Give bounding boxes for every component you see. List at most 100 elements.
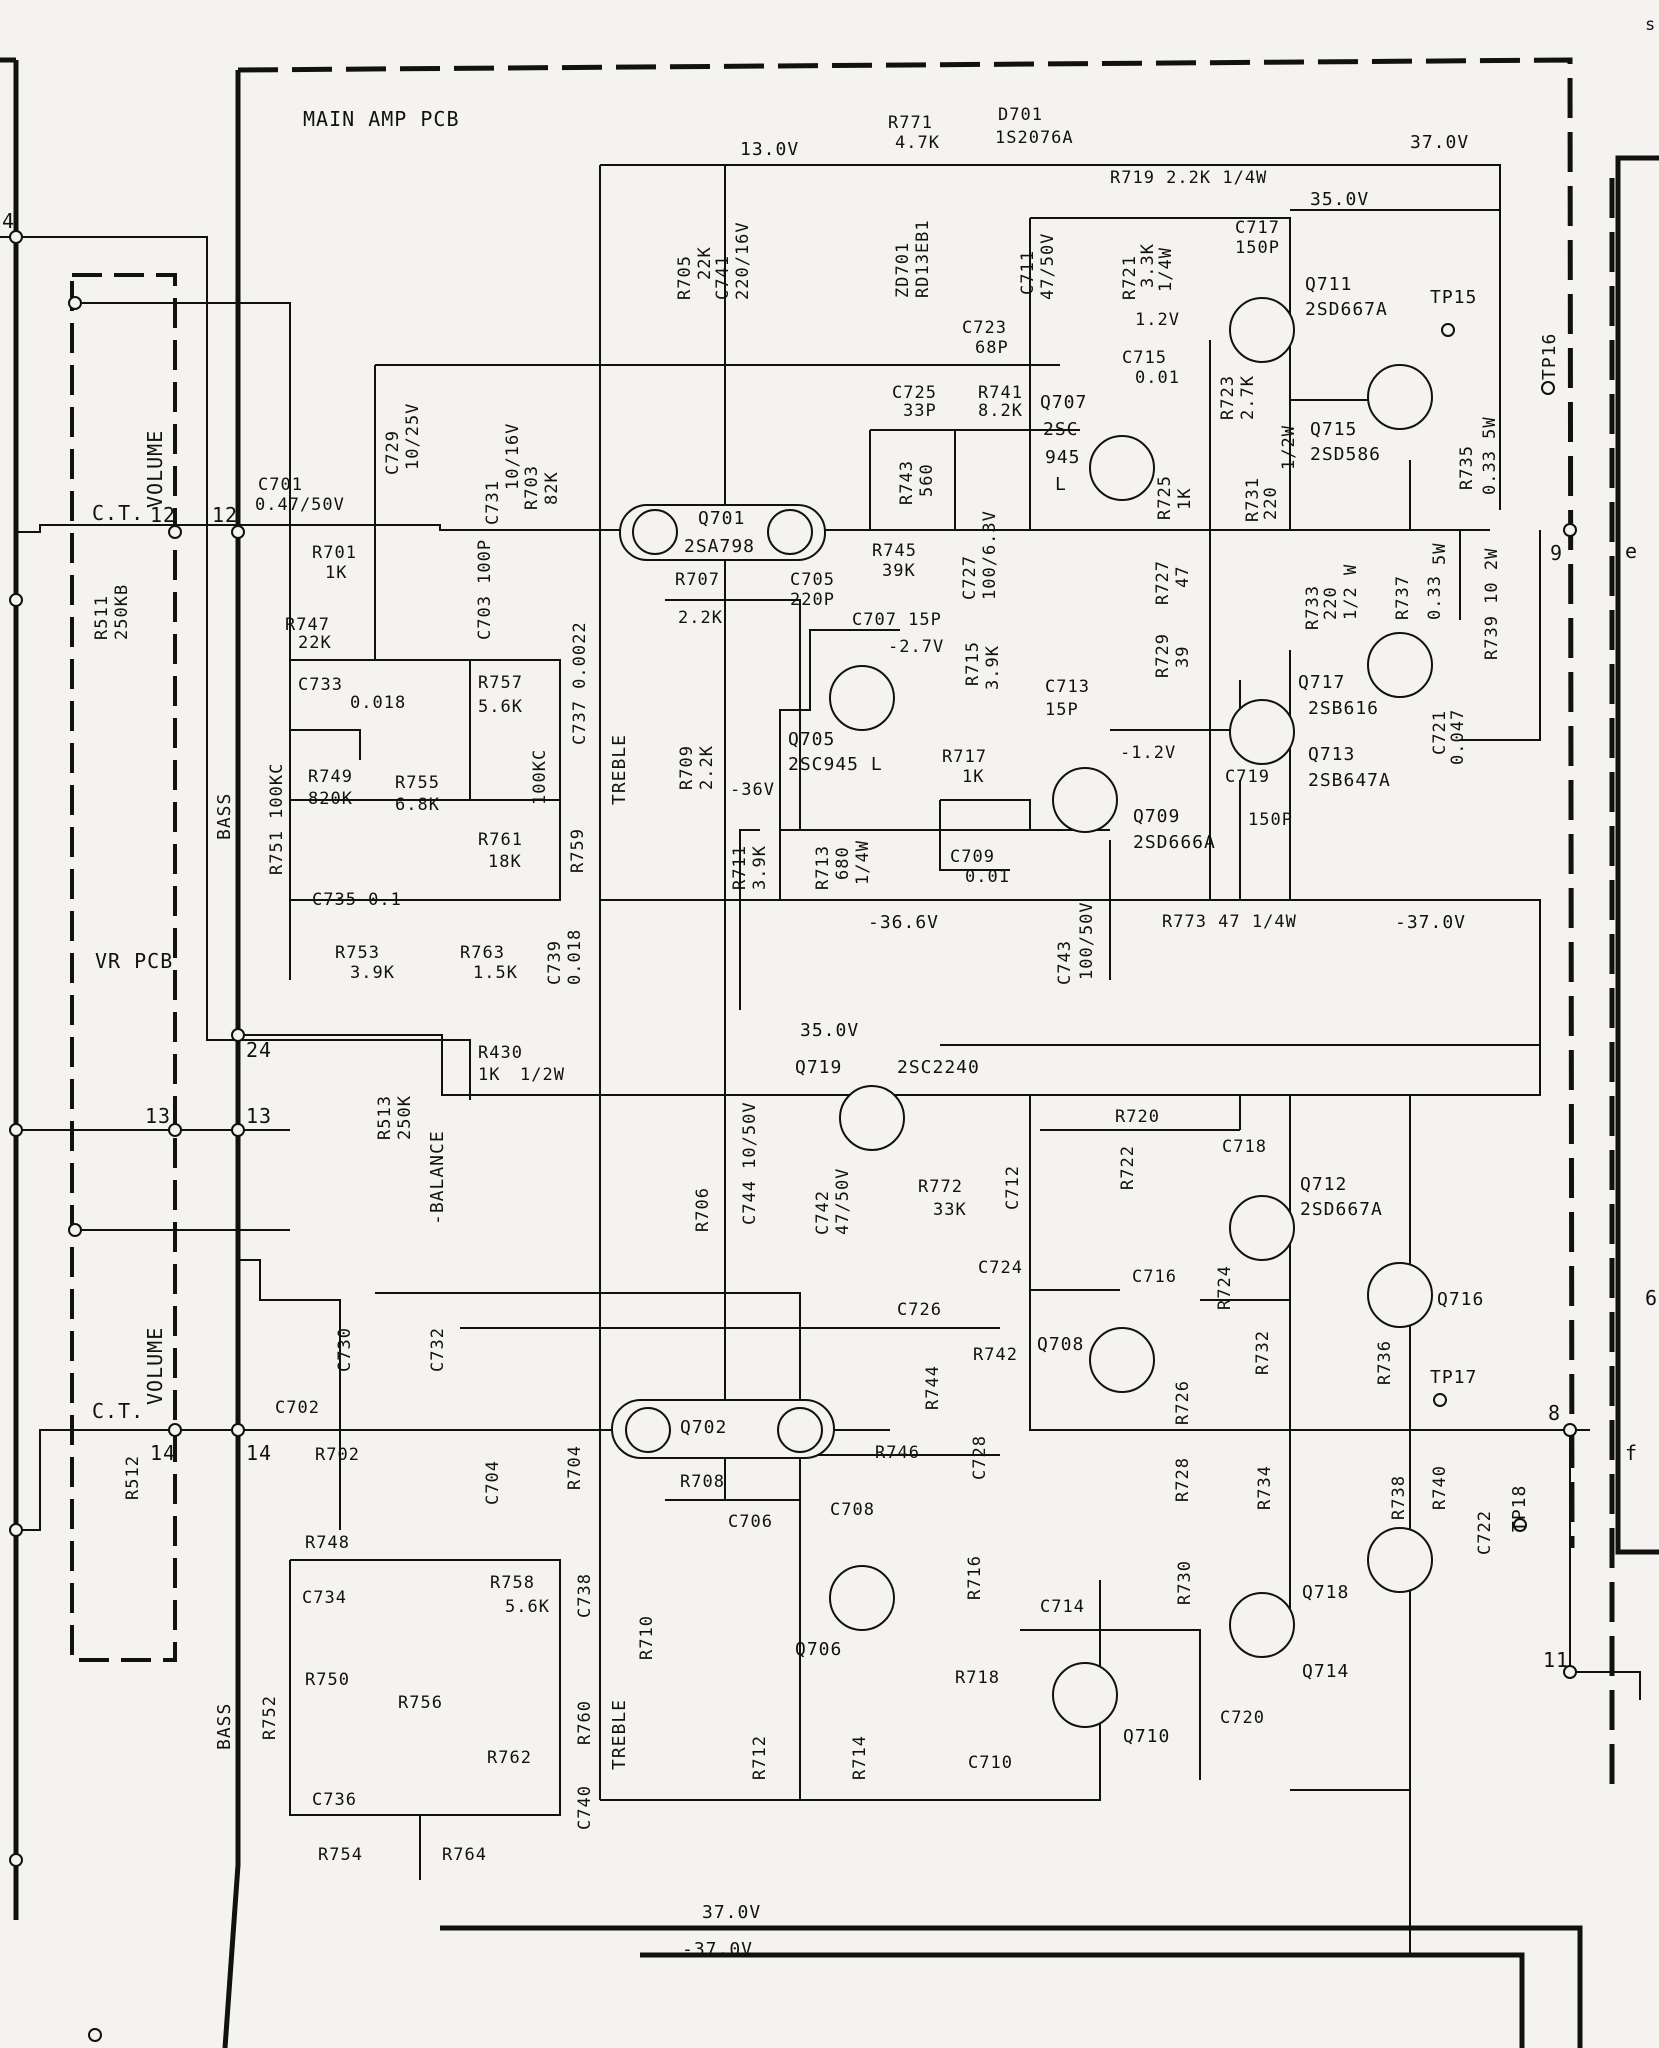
volt-m1-2: -1.2V — [1120, 743, 1176, 763]
c704-label: C704 — [483, 1460, 503, 1505]
c723-label: C723 — [962, 318, 1007, 338]
d701-label: D701 — [998, 105, 1043, 125]
transistor-q711 — [1229, 297, 1295, 363]
transistor-q707 — [1089, 435, 1155, 501]
q713-label: Q713 — [1308, 744, 1355, 765]
r759-value: 100KC — [530, 749, 550, 805]
c716-label: C716 — [1132, 1267, 1177, 1287]
r705-value: 22K — [695, 246, 715, 280]
r721-watt: 1/4W — [1156, 247, 1176, 292]
main-amp-pcb-border — [237, 57, 1575, 1549]
c735-label: C735 0.1 — [312, 890, 402, 910]
transistor-q713 — [1229, 699, 1295, 765]
c729-label: C729 — [383, 430, 403, 475]
r738-label: R738 — [1389, 1475, 1409, 1520]
q717-type: 2SB616 — [1308, 698, 1379, 719]
pin-8: 8 — [1548, 1401, 1561, 1425]
r723-label: R723 — [1218, 375, 1238, 420]
rail-37v-top: 37.0V — [1410, 132, 1469, 153]
c730-label: C730 — [335, 1327, 355, 1372]
c740-label: C740 — [575, 1785, 595, 1830]
q719-label: Q719 — [795, 1057, 842, 1078]
r762-label: R762 — [487, 1748, 532, 1768]
wiring-lower — [16, 900, 1641, 1955]
c724-label: C724 — [978, 1258, 1023, 1278]
q712-type: 2SD667A — [1300, 1199, 1383, 1220]
r725-value: 1K — [1175, 488, 1195, 510]
schematic-labels: MAIN AMP PCB VR PCB s 13.0V 37.0V 35.0V … — [2, 15, 1658, 1960]
transistor-q717 — [1367, 632, 1433, 698]
volt-1-2: 1.2V — [1135, 310, 1180, 330]
q707-type-3: L — [1055, 474, 1067, 495]
c731-value: 10/16V — [503, 423, 523, 490]
r753-label: R753 — [335, 943, 380, 963]
r751-label: R751 100KC — [267, 763, 287, 875]
r760-label: R760 — [575, 1700, 595, 1745]
r731-value: 220 — [1261, 486, 1281, 520]
r715-value: 3.9K — [983, 645, 1003, 690]
r739-label: R739 10 2W — [1482, 548, 1502, 660]
r763-label: R763 — [460, 943, 505, 963]
c729-value: 10/25V — [403, 403, 423, 470]
c726-label: C726 — [897, 1300, 942, 1320]
volt-m36: -36V — [730, 780, 775, 800]
volume-label-top: VOLUME — [143, 430, 167, 508]
c721-label: C721 — [1430, 710, 1450, 755]
q718-label: Q718 — [1302, 1582, 1349, 1603]
r430-value: 1K — [478, 1065, 500, 1085]
volt-m2-7: -2.7V — [888, 637, 944, 657]
c701-label: C701 — [258, 475, 303, 495]
c723-value: 68P — [975, 338, 1009, 358]
q701-type: 2SA798 — [684, 536, 755, 557]
r702-label: R702 — [315, 1445, 360, 1465]
corner-mark: s — [1645, 15, 1656, 35]
zd701-type: RD13EB1 — [913, 219, 933, 298]
c714-label: C714 — [1040, 1597, 1085, 1617]
r720-label: R720 — [1115, 1107, 1160, 1127]
transistor-q710 — [1052, 1662, 1118, 1728]
r733-watt: 1/2 W — [1341, 564, 1361, 620]
q702-label: Q702 — [680, 1417, 727, 1438]
ct-label-top: C.T. — [92, 501, 144, 525]
r709-value: 2.2K — [697, 745, 717, 790]
r753-value: 3.9K — [350, 963, 395, 983]
r761-value: 18K — [488, 852, 522, 872]
r430-watt: 1/2W — [520, 1065, 565, 1085]
r513-value: 250K — [395, 1095, 415, 1140]
q701-label: Q701 — [698, 508, 745, 529]
q707-type-2: 945 — [1045, 447, 1081, 468]
c736-label: C736 — [312, 1790, 357, 1810]
r750-label: R750 — [305, 1670, 350, 1690]
r748-label: R748 — [305, 1533, 350, 1553]
q713-type: 2SB647A — [1308, 770, 1391, 791]
c739-label: C739 — [545, 940, 565, 985]
r712-label: R712 — [750, 1735, 770, 1780]
r701-label: R701 — [312, 543, 357, 563]
c719-value: 150P — [1248, 810, 1293, 830]
pin-6: 6 — [1645, 1286, 1658, 1310]
q707-label: Q707 — [1040, 392, 1087, 413]
r761-label: R761 — [478, 830, 523, 850]
r731-watt: 1/2W — [1279, 425, 1299, 470]
r725-label: R725 — [1155, 475, 1175, 520]
c743-value: 100/50V — [1077, 901, 1097, 980]
r755-value: 6.8K — [395, 795, 440, 815]
pin-11: 11 — [1543, 1648, 1569, 1672]
transistor-q714 — [1229, 1592, 1295, 1658]
c702-label: C702 — [275, 1398, 320, 1418]
r714-label: R714 — [850, 1735, 870, 1780]
r734-label: R734 — [1255, 1465, 1275, 1510]
r764-label: R764 — [442, 1845, 487, 1865]
pin-13-a: 13 — [145, 1104, 171, 1128]
r717-value: 1K — [962, 767, 984, 787]
r705-label: R705 — [675, 255, 695, 300]
r713-label: R713 — [813, 845, 833, 890]
r723-value: 2.7K — [1238, 375, 1258, 420]
r759-label: R759 — [568, 828, 588, 873]
q714-label: Q714 — [1302, 1661, 1349, 1682]
c742-label: C742 — [813, 1190, 833, 1235]
treble-label-bottom: TREBLE — [609, 1699, 630, 1770]
c713-value: 15P — [1045, 700, 1079, 720]
c741-value: 220/16V — [733, 221, 753, 300]
c710-label: C710 — [968, 1753, 1013, 1773]
